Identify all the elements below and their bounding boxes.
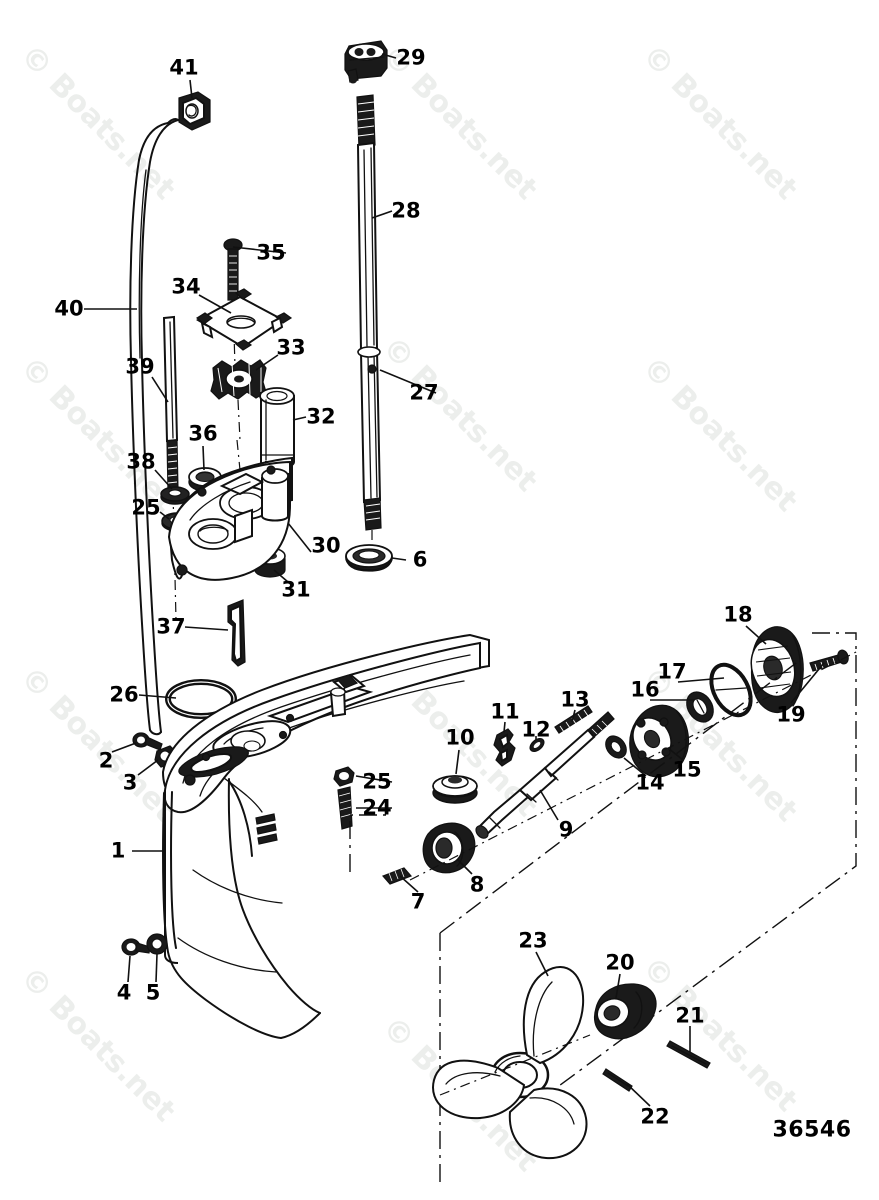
part-26-o-ring-seal (165, 679, 237, 719)
shaft-centerline (409, 649, 861, 881)
part-23-propeller (432, 966, 591, 1160)
callout-nut[interactable]: 3 (122, 770, 138, 795)
callout-screw[interactable]: 2 (98, 748, 114, 773)
callout-bolt[interactable]: 35 (256, 240, 286, 265)
part-28-drive-shaft (356, 94, 382, 548)
callout-water-tube[interactable]: 40 (54, 296, 84, 321)
part-38-bushing (160, 486, 190, 505)
part-9-propeller-shaft (475, 711, 615, 839)
callout-washer[interactable]: 14 (635, 770, 665, 795)
callout-cotter-pin[interactable]: 21 (675, 1003, 705, 1028)
part-11-clutch-dog (493, 728, 516, 767)
callout-seal[interactable]: 36 (188, 421, 218, 446)
part-40-water-tube (129, 118, 179, 736)
part-33-impeller (210, 359, 267, 441)
callout-propeller[interactable]: 23 (518, 928, 548, 953)
part-15-bearing-carrier (629, 704, 690, 778)
callout-screw[interactable]: 24 (362, 795, 392, 820)
assembly-frame-shaft (349, 632, 857, 1182)
part-14-washer (605, 735, 627, 759)
callout-tube-seal[interactable]: 41 (169, 55, 199, 80)
callout-spring[interactable]: 13 (560, 687, 590, 712)
callout-gearcase-housing[interactable]: 1 (110, 838, 126, 863)
callout-anode-screw[interactable]: 4 (116, 980, 132, 1005)
part-29-coupler (344, 40, 388, 84)
part-8-bearing-carrier-seal (422, 822, 476, 874)
callout-shift-shaft-guide[interactable]: 37 (156, 614, 186, 639)
callout-coupler[interactable]: 29 (396, 45, 426, 70)
callout-water-pump-base[interactable]: 30 (311, 533, 341, 558)
callout-screw[interactable]: 19 (776, 702, 806, 727)
part-10-thrust-hub (432, 775, 478, 804)
part-13-spring (554, 705, 593, 734)
part-24-screw (337, 786, 353, 830)
callout-pin[interactable]: 27 (409, 380, 439, 405)
callout-retaining-nut[interactable]: 18 (723, 602, 753, 627)
callout-propeller-shaft[interactable]: 9 (558, 817, 574, 842)
leader-lines (84, 53, 825, 1107)
diagram-number: 36546 (772, 1117, 852, 1143)
part-1-gearcase-housing (161, 633, 490, 1039)
callout-pin-retainer[interactable]: 12 (521, 717, 551, 742)
part-4-anode-screw (121, 938, 151, 956)
callout-grommet[interactable]: 31 (281, 577, 311, 602)
part-39-shift-shaft (162, 315, 179, 621)
callout-bearing-carrier[interactable]: 15 (672, 757, 702, 782)
callout-bushing[interactable]: 38 (126, 449, 156, 474)
part-22-drive-pin (602, 1068, 633, 1092)
callout-drive-shaft[interactable]: 28 (391, 198, 421, 223)
callout-pump-housing[interactable]: 32 (306, 404, 336, 429)
part-37-shift-shaft-guide (227, 599, 246, 667)
callout-face-plate[interactable]: 34 (171, 274, 201, 299)
part-12-pin-retainer (529, 737, 545, 753)
part-25-washer-housing (333, 766, 355, 787)
callout-bearing[interactable]: 6 (412, 547, 428, 572)
part-17-o-ring (709, 662, 753, 718)
callout-o-ring-seal[interactable]: 26 (109, 682, 139, 707)
part-18-retaining-nut (750, 626, 804, 714)
callout-key[interactable]: 7 (410, 889, 426, 914)
callout-seal[interactable]: 16 (630, 677, 660, 702)
callout-washer[interactable]: 25 (362, 769, 392, 794)
part-30-water-pump-base (167, 439, 293, 581)
part-7-key (381, 867, 413, 885)
part-20-propeller-nut (593, 983, 657, 1040)
part-35-bolt (223, 238, 243, 401)
callout-propeller-nut[interactable]: 20 (605, 950, 635, 975)
callout-o-ring[interactable]: 17 (657, 659, 687, 684)
callout-thrust-hub[interactable]: 10 (445, 725, 475, 750)
part-6-bearing (345, 544, 393, 572)
callout-drive-pin[interactable]: 22 (640, 1104, 670, 1129)
part-5-washer (146, 933, 168, 955)
callout-washer[interactable]: 5 (145, 980, 161, 1005)
callout-impeller[interactable]: 33 (276, 335, 306, 360)
callout-clutch-dog[interactable]: 11 (490, 699, 520, 724)
callout-shift-shaft[interactable]: 39 (125, 354, 155, 379)
callout-washer[interactable]: 25 (131, 495, 161, 520)
part-19-screw (809, 649, 849, 672)
part-21-cotter-pin (666, 1040, 711, 1069)
part-34-face-plate (195, 288, 293, 351)
callout-bearing-carrier-seal[interactable]: 8 (469, 872, 485, 897)
part-41-tube-seal (178, 91, 211, 131)
